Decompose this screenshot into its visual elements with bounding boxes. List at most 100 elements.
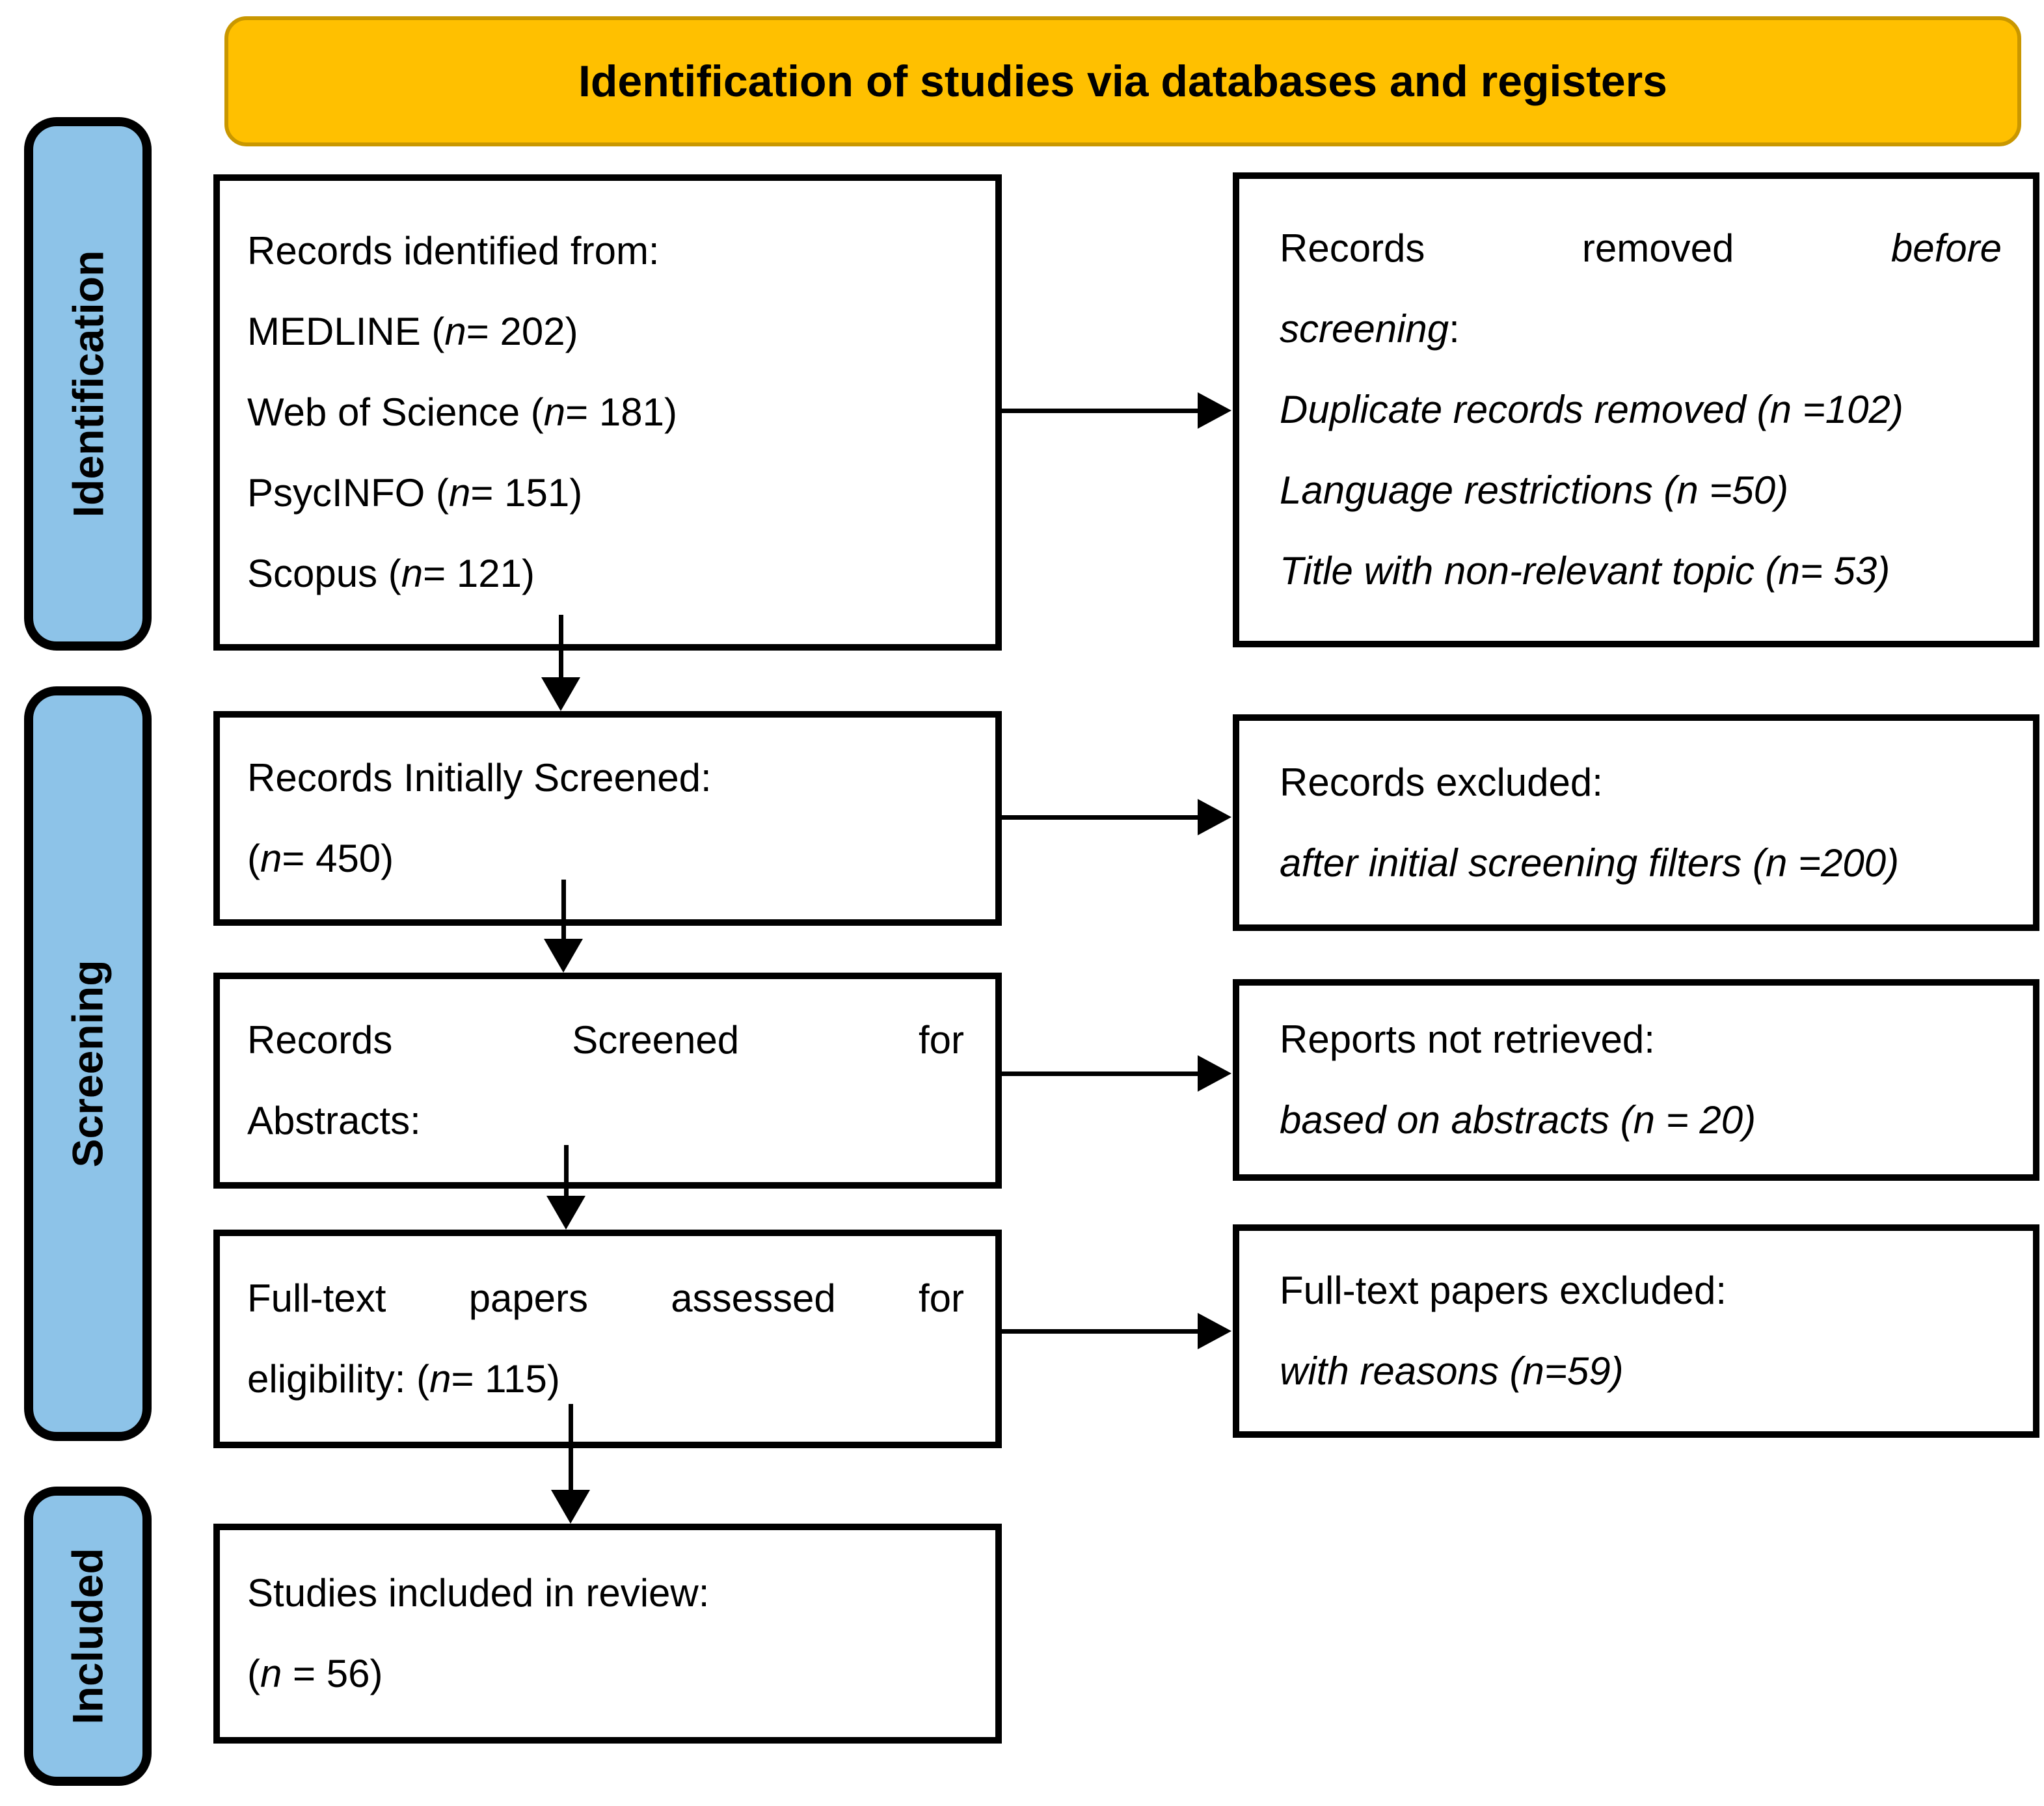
box-text-line: Reports not retrieved: [1280,999,2002,1080]
box-text-line: MEDLINE (n= 202) [247,291,964,372]
box-records-initially-screened: Records Initially Screened: (n= 450) [213,711,1002,926]
text-segment: Title with non-relevant topic (n= 53) [1280,549,1890,593]
text-segment: with reasons (n=59) [1280,1349,1624,1393]
stage-label-screening: Screening [24,686,152,1441]
text-segment: : [1449,307,1460,351]
arrow-abstracts-to-not-retrieved [1002,1055,1231,1092]
arrow-initially-screened-to-abstracts [544,880,583,973]
text-segment: Records excluded: [1280,760,1603,804]
text-segment: n [444,310,466,353]
box-records-excluded: Records excluded: after initial screening… [1233,714,2039,931]
arrow-screened-to-excluded [1002,799,1231,835]
text-segment: n [401,552,424,595]
box-text-line: Abstracts: [247,1081,964,1161]
text-segment: screening [1280,307,1449,351]
text-segment: papers [468,1276,589,1320]
diagram-title: Identification of studies via databases … [578,57,1668,106]
box-text-line: (n= 450) [247,818,964,899]
text-segment: Studies included in review: [247,1571,710,1615]
arrow-line [569,1404,573,1495]
arrow-line [1002,1071,1203,1076]
text-segment: removed [1581,226,1734,270]
text-segment: eligibility: ( [247,1357,430,1401]
text-segment: based on abstracts (n = 20) [1280,1098,1756,1142]
text-segment: = 56) [282,1652,383,1695]
box-text-line: Records excluded: [1280,742,2002,823]
arrow-head-down-icon [541,677,580,711]
stage-label-identification-text: Identification [64,250,113,518]
box-text-line: based on abstracts (n = 20) [1280,1080,2002,1161]
text-segment: = 181) [565,390,677,434]
box-text-line: with reasons (n=59) [1280,1331,2002,1412]
box-text-line: screening: [1280,289,2002,370]
box-text-line: PsycINFO (n= 151) [247,453,964,533]
arrow-head-right-icon [1198,392,1231,429]
arrow-line [1002,409,1203,413]
text-segment: Language restrictions (n =50) [1280,468,1789,512]
text-segment: = 115) [451,1357,560,1401]
box-text-line: Scopus (n= 121) [247,533,964,614]
arrow-fulltext-to-included [551,1404,590,1524]
box-text-line: eligibility: (n= 115) [247,1339,964,1420]
box-records-identified: Records identified from: MEDLINE (n= 202)… [213,174,1002,651]
text-segment: Abstracts: [247,1099,421,1142]
box-reports-not-retrieved: Reports not retrieved: based on abstracts… [1233,979,2039,1181]
arrow-head-down-icon [551,1490,590,1524]
stage-label-identification: Identification [24,117,152,651]
box-text-line: Title with non-relevant topic (n= 53) [1280,531,2002,612]
text-segment: n [429,1357,451,1401]
box-text-line: Full-text papers assessed for [247,1258,964,1339]
arrow-head-down-icon [544,939,583,973]
text-segment: for [918,1018,964,1062]
diagram-title-banner: Identification of studies via databases … [224,16,2021,146]
text-segment: = 151) [470,471,583,515]
text-segment: n [260,1652,282,1695]
box-text-line: Web of Science (n= 181) [247,372,964,453]
arrow-line [1002,1329,1203,1334]
text-segment: n [543,390,566,434]
box-text-line: Records identified from: [247,211,964,291]
text-segment: n [260,837,282,880]
text-segment: = 121) [423,552,535,595]
text-segment: for [918,1276,964,1320]
arrow-fulltext-to-excluded [1002,1313,1231,1349]
arrow-abstracts-to-fulltext [546,1145,585,1230]
text-segment: Reports not retrieved: [1280,1018,1655,1061]
text-segment: after initial screening filters (n =200) [1280,841,1900,885]
box-text-line: Language restrictions (n =50) [1280,450,2002,531]
text-segment: Scopus ( [247,552,401,595]
text-segment: Records Initially Screened: [247,756,712,800]
text-segment: Records identified from: [247,229,660,273]
box-text-line: Duplicate records removed (n =102) [1280,370,2002,450]
arrow-line [1002,815,1203,820]
box-text-line: Records removed before [1280,208,2002,289]
box-fulltext-papers-excluded: Full-text papers excluded: with reasons (… [1233,1224,2039,1438]
text-segment: Full-text papers excluded: [1280,1269,1727,1312]
arrow-line [561,880,566,944]
arrow-head-right-icon [1198,799,1231,835]
arrow-line [564,1145,569,1201]
text-segment: Web of Science ( [247,390,544,434]
text-segment: assessed [671,1276,836,1320]
text-segment: ( [247,837,260,880]
arrow-identified-to-initially-screened [541,615,580,711]
arrow-line [559,615,563,682]
stage-label-included-text: Included [64,1548,113,1725]
box-text-line: Studies included in review: [247,1553,964,1634]
box-text-line: after initial screening filters (n =200) [1280,823,2002,904]
text-segment: PsycINFO ( [247,471,449,515]
text-segment: MEDLINE ( [247,310,445,353]
box-studies-included-in-review: Studies included in review: (n = 56) [213,1524,1002,1744]
text-segment: Full-text [247,1276,386,1320]
stage-label-screening-text: Screening [64,960,113,1168]
text-segment: before [1890,226,2002,270]
text-segment: Records [1280,226,1425,270]
box-text-line: (n = 56) [247,1634,964,1714]
text-segment: Records [247,1018,393,1062]
box-text-line: Records Initially Screened: [247,738,964,818]
arrow-head-right-icon [1198,1313,1231,1349]
arrow-identified-to-removed [1002,392,1231,429]
